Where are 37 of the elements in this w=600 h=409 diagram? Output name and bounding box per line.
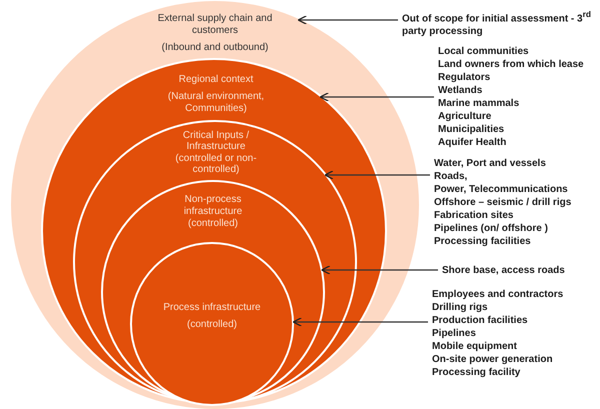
list-item: Land owners from which lease [438, 58, 584, 71]
list-item: Fabrication sites [434, 209, 514, 222]
list-item: Offshore – seismic / drill rigs [434, 196, 572, 209]
ring-title: Non-process infrastructure (controlled) [182, 194, 244, 230]
list-item: Drilling rigs [432, 301, 489, 314]
list-item: Production facilities [432, 314, 529, 327]
list-item: Water, Port and vessels [434, 157, 547, 170]
list-item: Agriculture [438, 110, 492, 123]
ring-title: External supply chain and customers [156, 13, 274, 37]
list-item: Aquifer Health [438, 136, 508, 149]
list-item: Processing facility [432, 366, 522, 379]
list-item: Shore base, access roads [442, 264, 565, 277]
list-item: Power, Telecommunications [434, 183, 569, 196]
ring-title: Process infrastructure [162, 302, 262, 314]
list-item: Local communities [438, 45, 530, 58]
ring-note: (controlled or non-controlled) [174, 154, 258, 175]
arrow [320, 265, 438, 275]
list-item: Municipalities [438, 123, 506, 136]
list-item: On-site power generation [432, 353, 554, 366]
list-item: Wetlands [438, 84, 484, 97]
ring-note: (Inbound and outbound) [160, 42, 270, 54]
list-item: Employees and contractors [432, 288, 564, 301]
list-item: Regulators [438, 71, 492, 84]
ring-note: (Natural environment, Communities) [166, 91, 266, 115]
arrow [319, 92, 434, 102]
ring-title: Critical Inputs / Infrastructure [182, 131, 250, 152]
list-item: Out of scope for initial assessment - 3$^{rd}$ party processing [402, 8, 592, 38]
arrow [292, 317, 428, 327]
ring-note: (controlled) [186, 319, 238, 331]
list-item: Pipelines [432, 327, 477, 340]
list-item: Roads, [434, 170, 468, 183]
list-item: Mobile equipment [432, 340, 518, 353]
list-item: Processing facilities [434, 235, 532, 248]
list-item: Marine mammals [438, 97, 520, 110]
arrow [298, 15, 398, 25]
ring-title: Regional context [178, 74, 254, 86]
list-item: Pipelines (on/ offshore ) [434, 222, 549, 235]
